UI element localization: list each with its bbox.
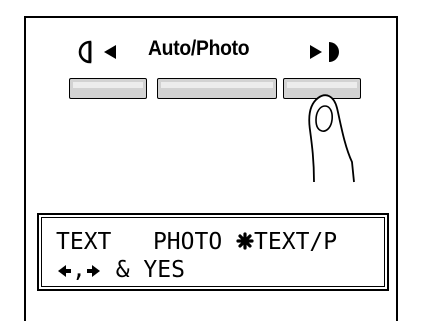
- lcd-line-instructions: , & YES: [56, 259, 185, 282]
- selected-marker-icon: [236, 232, 254, 250]
- darker-icon: [327, 40, 343, 64]
- left-arrow-icon: [102, 45, 118, 59]
- lcd-separator: ,: [72, 259, 86, 282]
- right-cursor-icon: [86, 264, 102, 278]
- option-photo: PHOTO: [153, 231, 222, 254]
- finger-icon: [300, 90, 360, 190]
- option-text-photo: TEXT/P: [254, 231, 337, 254]
- left-cursor-icon: [56, 264, 72, 278]
- lcd-display: TEXT PHOTO TEXT/P , & YES: [37, 213, 389, 291]
- left-button[interactable]: [69, 78, 147, 99]
- right-arrow-icon: [308, 45, 324, 59]
- lcd-instruction-text: & YES: [102, 259, 185, 282]
- option-text: TEXT: [56, 231, 111, 254]
- mode-label: Auto/Photo: [148, 38, 249, 59]
- lighter-icon: [76, 40, 96, 64]
- lcd-line-options: TEXT PHOTO TEXT/P: [56, 231, 337, 254]
- center-button[interactable]: [157, 78, 277, 99]
